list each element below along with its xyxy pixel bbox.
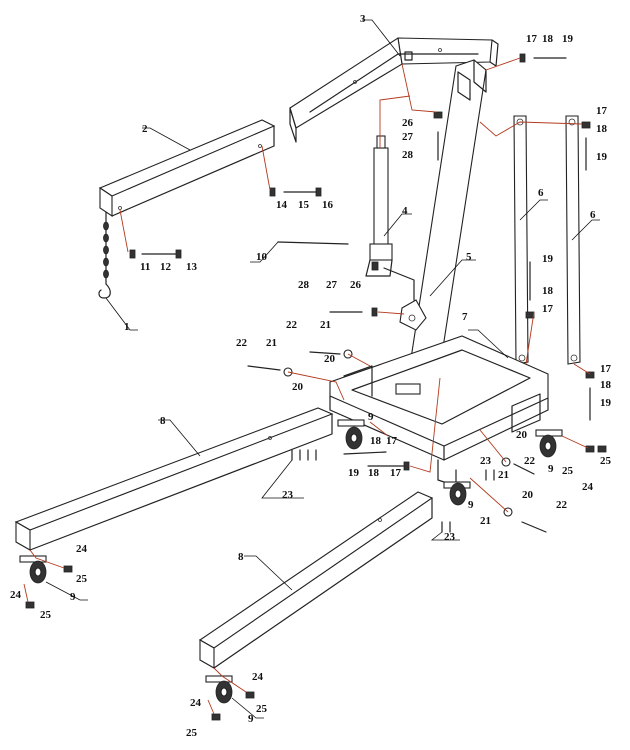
callout-6-left: 6 — [538, 187, 544, 199]
callout-19-top: 19 — [562, 33, 574, 45]
callout-20-left-upper: 20 — [324, 353, 336, 365]
callout-14: 14 — [276, 199, 288, 211]
assembly-lines — [23, 57, 591, 715]
callout-22-right-lower: 22 — [556, 499, 568, 511]
callout-3: 3 — [360, 13, 366, 25]
callout-18-mid: 18 — [542, 285, 554, 297]
callout-17-brace: 17 — [596, 105, 608, 117]
callout-25-front-right-lower: 25 — [186, 727, 198, 739]
callout-23-left: 23 — [282, 489, 294, 501]
part-6-left-brace — [513, 115, 529, 365]
part-2-boom-extension — [98, 119, 276, 218]
part-4-hydraulic-ram — [365, 135, 415, 301]
callout-11: 11 — [140, 261, 150, 273]
callout-25-rear-right-a: 25 — [562, 465, 574, 477]
hardware-parts — [25, 53, 607, 721]
callout-21-right-lower: 21 — [480, 515, 491, 527]
part-1-chain-hook — [98, 211, 111, 299]
callout-9-rear-left: 9 — [368, 411, 374, 423]
callout-19-mid: 19 — [542, 253, 554, 265]
callout-23-center: 23 — [444, 531, 456, 543]
callout-18-lower-right: 18 — [600, 379, 612, 391]
callout-23-right: 23 — [480, 455, 492, 467]
callout-4: 4 — [402, 205, 408, 217]
callout-22-left-upper: 22 — [286, 319, 298, 331]
callout-15: 15 — [298, 199, 310, 211]
part-8-right-leg — [198, 491, 434, 669]
callout-24-rear-right: 24 — [582, 481, 594, 493]
callout-7: 7 — [462, 311, 468, 323]
callout-21-left-lower: 21 — [266, 337, 277, 349]
callout-9-rear-right: 9 — [548, 463, 554, 475]
callout-19-lower-right: 19 — [600, 397, 612, 409]
part-7-base-frame — [329, 335, 549, 487]
callout-17-lower-right: 17 — [600, 363, 612, 375]
callout-27-top: 27 — [402, 131, 414, 143]
callout-21-left-upper: 21 — [320, 319, 331, 331]
callout-5: 5 — [466, 251, 472, 263]
callout-20-left-lower: 20 — [292, 381, 304, 393]
part-9-caster-front-right — [205, 675, 233, 704]
callout-24-front-left-lower: 24 — [10, 589, 22, 601]
callout-1: 1 — [124, 321, 130, 333]
callout-17-bottom-lower: 17 — [390, 467, 402, 479]
callout-21-right-upper: 21 — [498, 469, 509, 481]
callout-16: 16 — [322, 199, 334, 211]
callout-22-right-upper: 22 — [524, 455, 536, 467]
callout-25-front-left-lower: 25 — [40, 609, 52, 621]
callout-19-bottom: 19 — [348, 467, 360, 479]
callout-28-top: 28 — [402, 149, 414, 161]
part-9-caster-front-left — [19, 555, 47, 584]
callout-9-front-right: 9 — [248, 713, 254, 725]
callout-26-top: 26 — [402, 117, 414, 129]
callout-25-rear-right-b: 25 — [600, 455, 612, 467]
callout-25-front-right-upper: 25 — [256, 703, 268, 715]
callout-24-front-right-lower: 24 — [190, 697, 202, 709]
callout-24-front-right-upper: 24 — [252, 671, 264, 683]
part-9-caster-rear-middle — [443, 481, 471, 506]
callout-17-mid: 17 — [542, 303, 554, 315]
callout-22-left-lower: 22 — [236, 337, 248, 349]
callout-18-bottom-upper: 18 — [370, 435, 382, 447]
callout-17-bottom-upper: 17 — [386, 435, 398, 447]
callout-13: 13 — [186, 261, 198, 273]
callout-19-brace: 19 — [596, 151, 608, 163]
callout-10: 10 — [256, 251, 268, 263]
part-callouts: 1 2 3 4 5 6 6 7 8 8 9 9 9 9 9 10 11 12 1… — [10, 13, 612, 739]
callout-8-left: 8 — [160, 415, 166, 427]
callout-6-right: 6 — [590, 209, 596, 221]
callout-18-top: 18 — [542, 33, 554, 45]
part-8-left-leg — [14, 407, 334, 551]
callout-28-mid: 28 — [298, 279, 310, 291]
part-9-caster-rear-left — [337, 419, 365, 450]
callout-27-mid: 27 — [326, 279, 338, 291]
callout-18-bottom-lower: 18 — [368, 467, 380, 479]
callout-20-right-lower: 20 — [522, 489, 534, 501]
callout-20-right-upper: 20 — [516, 429, 528, 441]
callout-9-front-left: 9 — [70, 591, 76, 603]
callout-9-rear-middle: 9 — [468, 499, 474, 511]
callout-24-front-left-upper: 24 — [76, 543, 88, 555]
part-9-caster-rear-right — [535, 429, 563, 458]
callout-8-right: 8 — [238, 551, 244, 563]
part-6-right-brace — [565, 115, 581, 365]
callout-2: 2 — [142, 123, 148, 135]
callout-25-front-left-upper: 25 — [76, 573, 88, 585]
callout-26-mid: 26 — [350, 279, 362, 291]
callout-17-top: 17 — [526, 33, 538, 45]
callout-18-brace: 18 — [596, 123, 608, 135]
leader-lines — [45, 19, 600, 719]
callout-12: 12 — [160, 261, 172, 273]
